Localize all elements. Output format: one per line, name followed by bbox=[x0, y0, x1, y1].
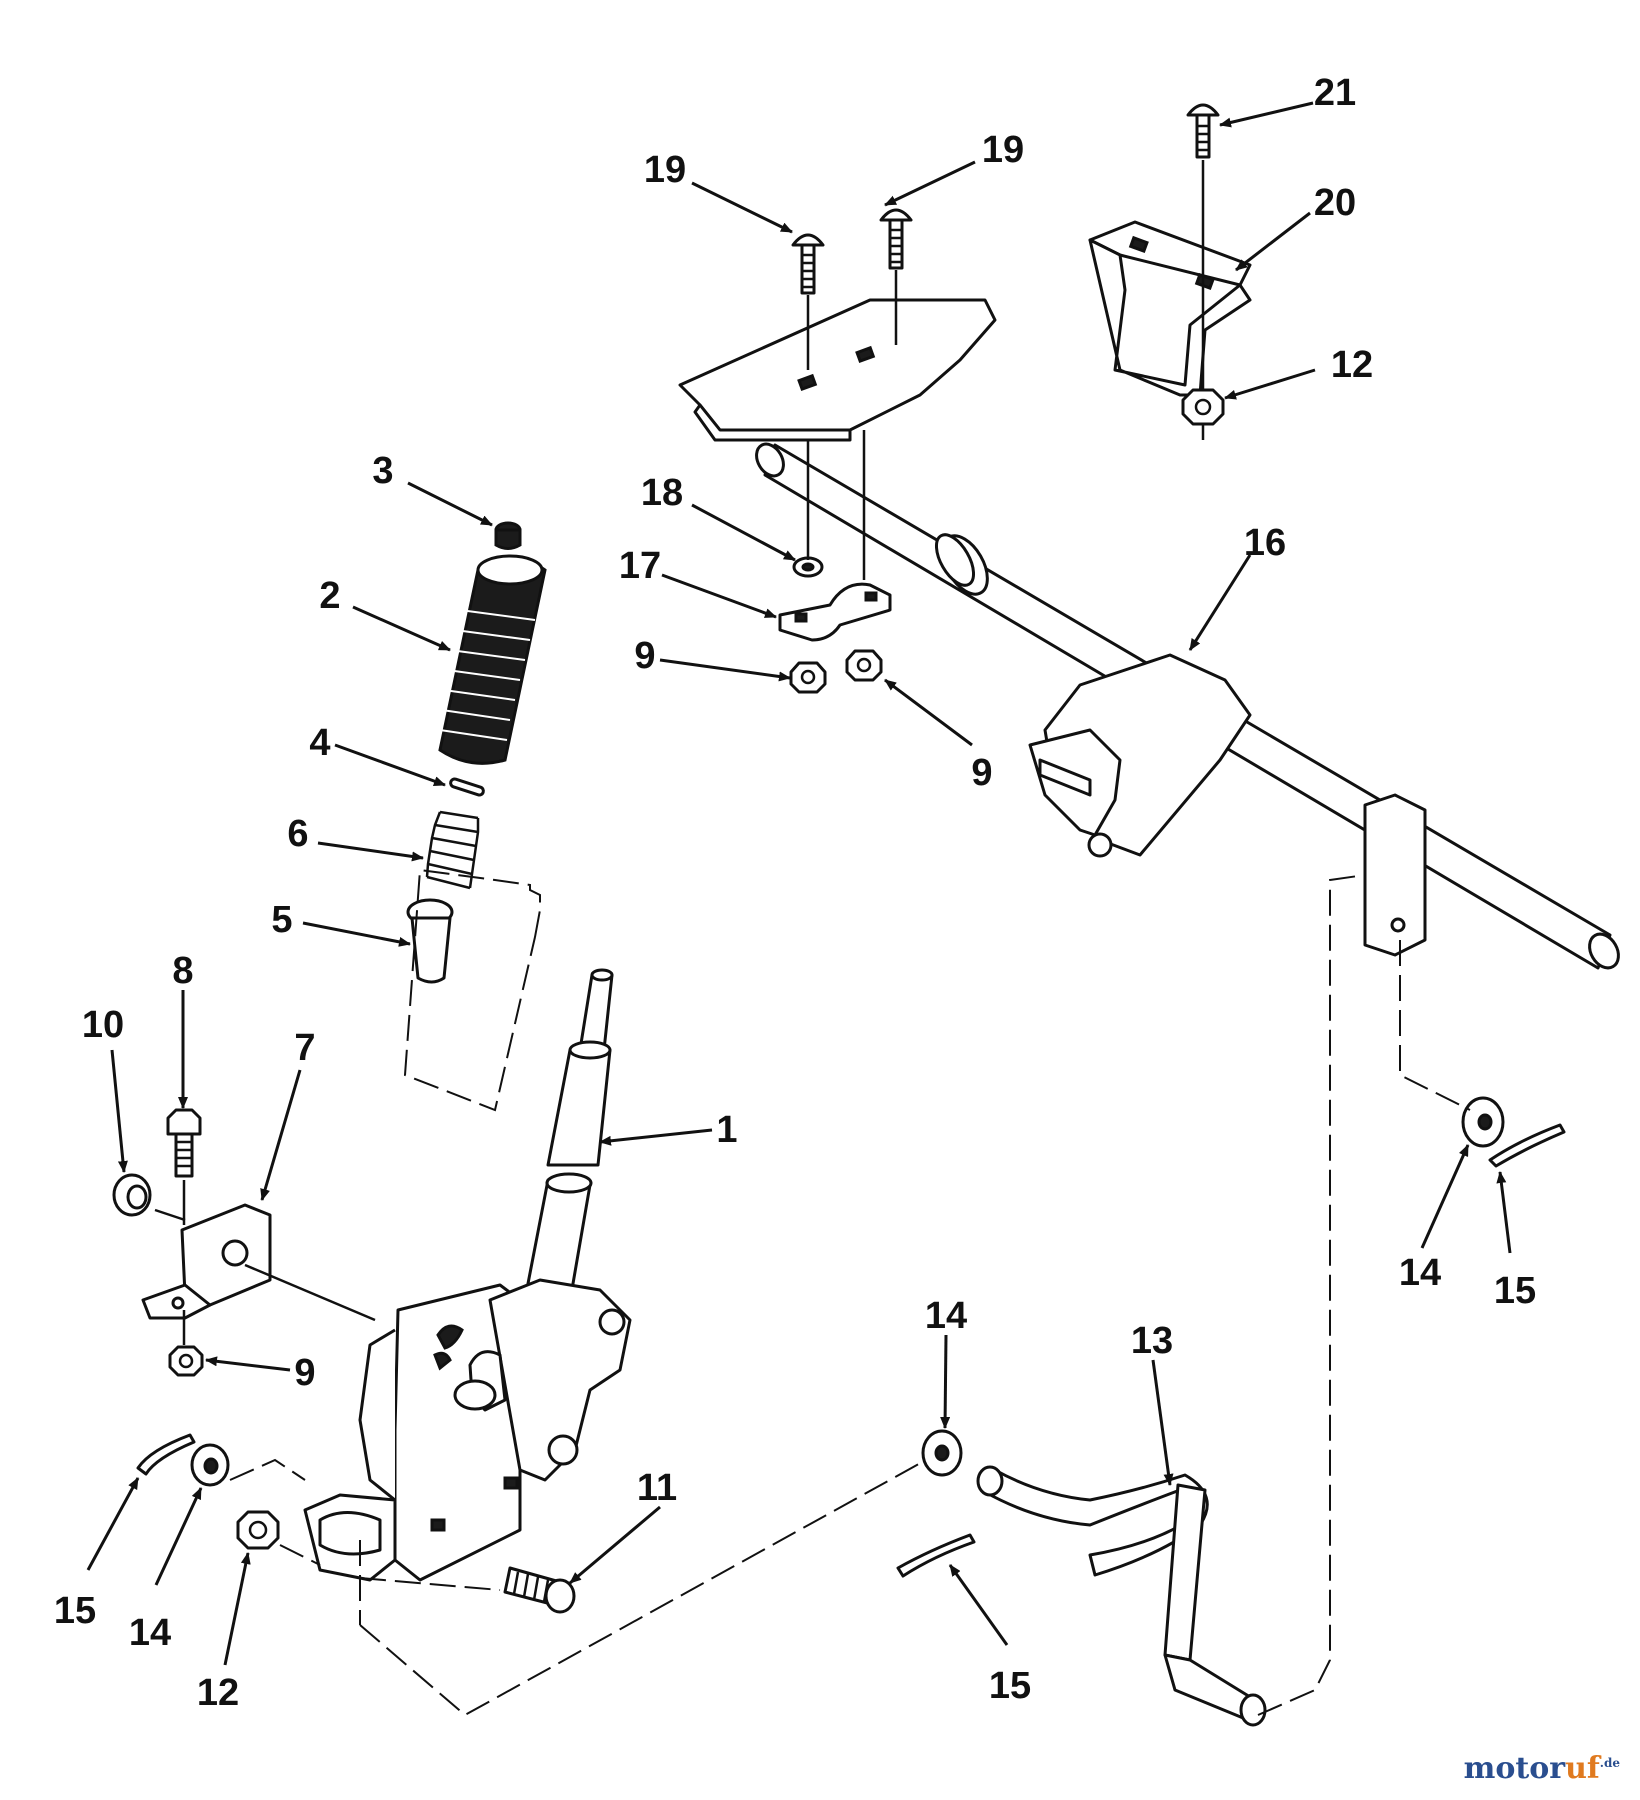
u-clamp bbox=[778, 582, 892, 642]
l-bracket bbox=[141, 1203, 272, 1320]
callout-19-right: 19 bbox=[982, 129, 1024, 171]
cross-shaft bbox=[755, 442, 1620, 970]
grip-handle bbox=[438, 554, 547, 765]
callout-1: 1 bbox=[716, 1109, 737, 1151]
callout-9-upper-left: 9 bbox=[634, 635, 655, 677]
shift-lever bbox=[303, 968, 632, 1582]
callout-2: 2 bbox=[319, 575, 340, 617]
cap-3 bbox=[494, 521, 522, 550]
callout-8: 8 bbox=[172, 950, 193, 992]
callout-21: 21 bbox=[1314, 72, 1356, 114]
pin-4 bbox=[449, 777, 485, 797]
washer-14-middle bbox=[921, 1429, 963, 1477]
callout-13: 13 bbox=[1131, 1320, 1173, 1362]
washer-18 bbox=[792, 556, 824, 578]
washer-14-left bbox=[190, 1443, 230, 1487]
carriage-bolt-left bbox=[791, 233, 825, 370]
watermark-tld: .de bbox=[1599, 1756, 1620, 1770]
callout-5: 5 bbox=[271, 899, 292, 941]
hex-nut-9-right bbox=[845, 649, 883, 682]
callout-12-top: 12 bbox=[1331, 344, 1373, 386]
hex-nut-9-left bbox=[789, 661, 827, 694]
callout-19-left: 19 bbox=[644, 149, 686, 191]
callout-10: 10 bbox=[82, 1004, 124, 1046]
callout-20: 20 bbox=[1314, 182, 1356, 224]
cotter-pin-15-right bbox=[1488, 1123, 1566, 1168]
callout-18: 18 bbox=[641, 472, 683, 514]
callout-7: 7 bbox=[294, 1027, 315, 1069]
callout-17: 17 bbox=[619, 545, 661, 587]
callout-12-lower: 12 bbox=[197, 1672, 239, 1714]
callout-15-middle: 15 bbox=[989, 1665, 1031, 1707]
callout-9-lower: 9 bbox=[294, 1352, 315, 1394]
cotter-pin-15-middle bbox=[896, 1533, 976, 1578]
callout-11: 11 bbox=[637, 1467, 677, 1509]
mounting-plate bbox=[678, 298, 997, 442]
hex-nut-upper-right bbox=[1181, 388, 1225, 426]
hex-nut-12-lower bbox=[236, 1510, 280, 1550]
callout-14-left: 14 bbox=[129, 1612, 171, 1654]
carriage-bolt-right bbox=[879, 208, 913, 345]
watermark-brand: motor bbox=[1463, 1751, 1566, 1786]
callout-4: 4 bbox=[309, 722, 330, 764]
callout-16: 16 bbox=[1244, 522, 1286, 564]
callout-15-left: 15 bbox=[54, 1590, 96, 1632]
site-watermark: motoruf.de bbox=[1464, 1751, 1620, 1786]
plunger-5 bbox=[406, 898, 454, 984]
callout-14-middle: 14 bbox=[925, 1295, 967, 1337]
hex-bolt-11 bbox=[503, 1566, 576, 1614]
callout-3: 3 bbox=[372, 450, 393, 492]
leader-arrows bbox=[86, 101, 1512, 1666]
watermark-brand-tail: uf bbox=[1565, 1751, 1600, 1786]
cotter-pin-15-left bbox=[136, 1433, 196, 1476]
callout-labels: 19 19 21 20 12 16 18 17 9 9 3 2 4 6 5 1 … bbox=[54, 72, 1536, 1714]
angle-bracket bbox=[1088, 220, 1252, 397]
callout-15-right: 15 bbox=[1494, 1270, 1536, 1312]
callout-14-right: 14 bbox=[1399, 1252, 1441, 1294]
callout-9-upper-right: 9 bbox=[971, 752, 992, 794]
callout-6: 6 bbox=[287, 813, 308, 855]
hex-bolt-8 bbox=[166, 1108, 202, 1178]
link-rod bbox=[976, 1465, 1267, 1727]
washer-14-right bbox=[1461, 1096, 1505, 1148]
lock-washer-10 bbox=[112, 1173, 152, 1217]
hex-nut-9-lower bbox=[168, 1345, 204, 1377]
